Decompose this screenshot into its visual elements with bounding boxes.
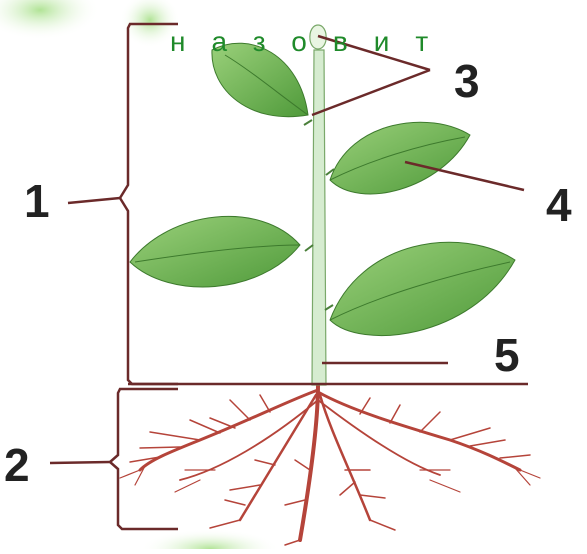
heading-text: назовит [170, 26, 454, 58]
label-1: 1 [24, 178, 50, 224]
leaf-right-upper [330, 122, 470, 194]
stem [312, 50, 326, 385]
label-5: 5 [494, 332, 520, 378]
brace-shoot [120, 24, 178, 384]
label-4: 4 [546, 182, 572, 228]
leaf-right-lower [330, 242, 515, 335]
label-3: 3 [454, 58, 480, 104]
leaf-left-middle [130, 216, 300, 287]
decorative-glow-top-left [0, 0, 100, 40]
root-system [120, 385, 540, 545]
label-2: 2 [4, 442, 30, 488]
pointer-2 [50, 462, 110, 463]
decorative-glow-bottom [140, 529, 280, 549]
pointer-3b [312, 70, 430, 115]
pointer-1 [68, 198, 120, 203]
